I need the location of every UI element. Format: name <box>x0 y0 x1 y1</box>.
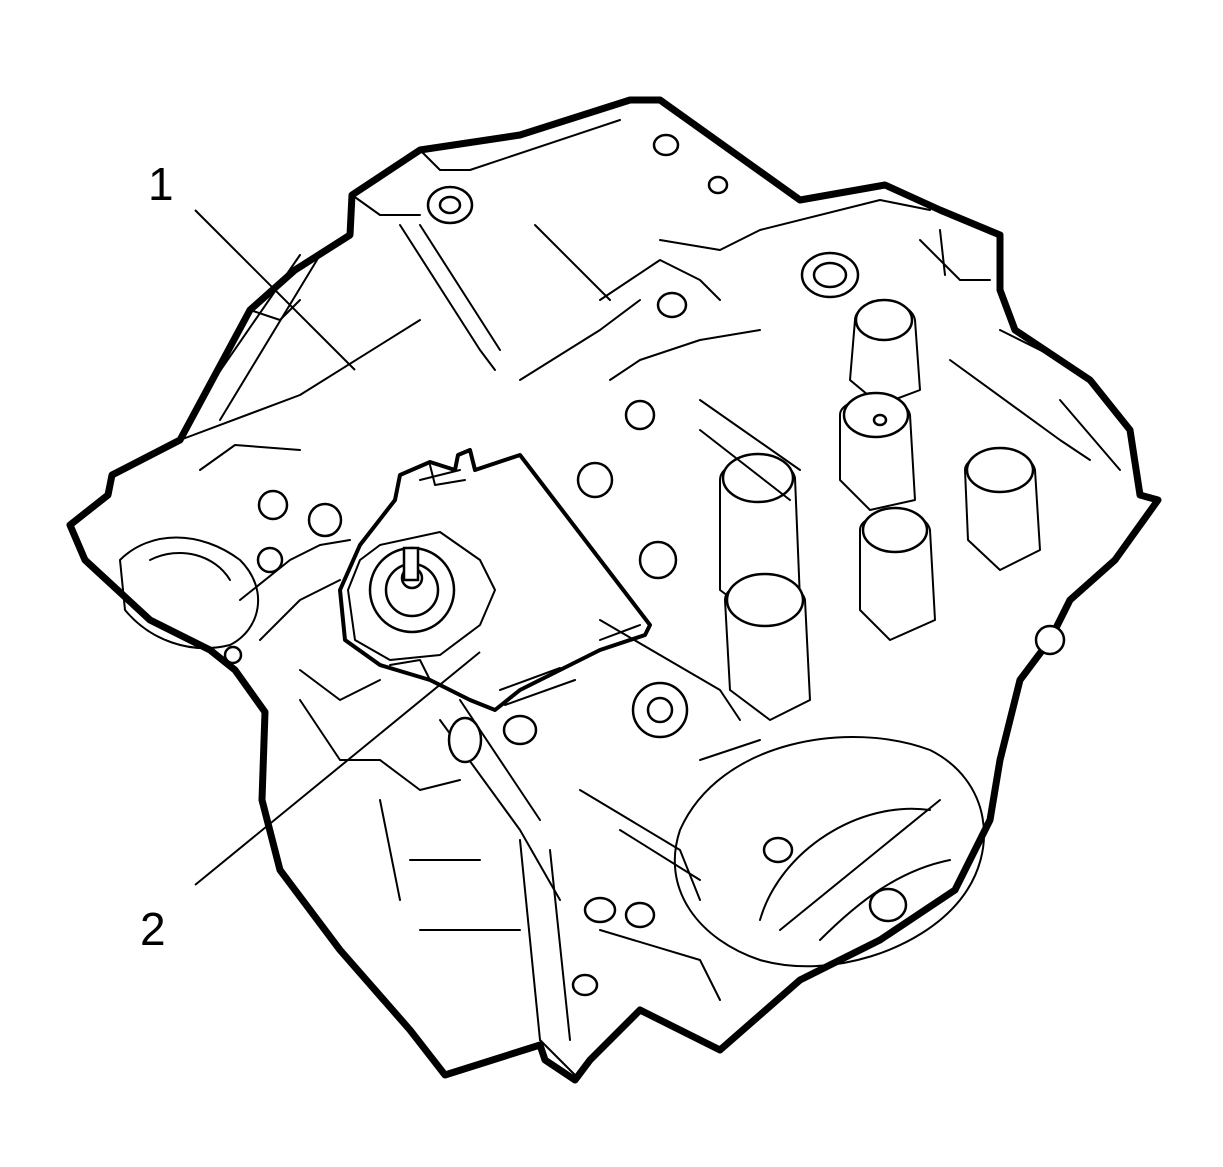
valve-body-case <box>519 199 1121 739</box>
position-switch-assembly <box>338 448 652 712</box>
callout-2-leader <box>194 651 481 886</box>
lower-left-flange <box>119 489 381 701</box>
callout-1-label: 1 <box>148 158 174 210</box>
callout-2-label: 2 <box>140 903 166 955</box>
differential-cover <box>579 736 985 968</box>
callout-1-leader <box>194 209 356 371</box>
bell-housing-details <box>179 119 729 471</box>
lower-case-details <box>299 699 721 1076</box>
transmission-housing <box>66 96 1162 1084</box>
